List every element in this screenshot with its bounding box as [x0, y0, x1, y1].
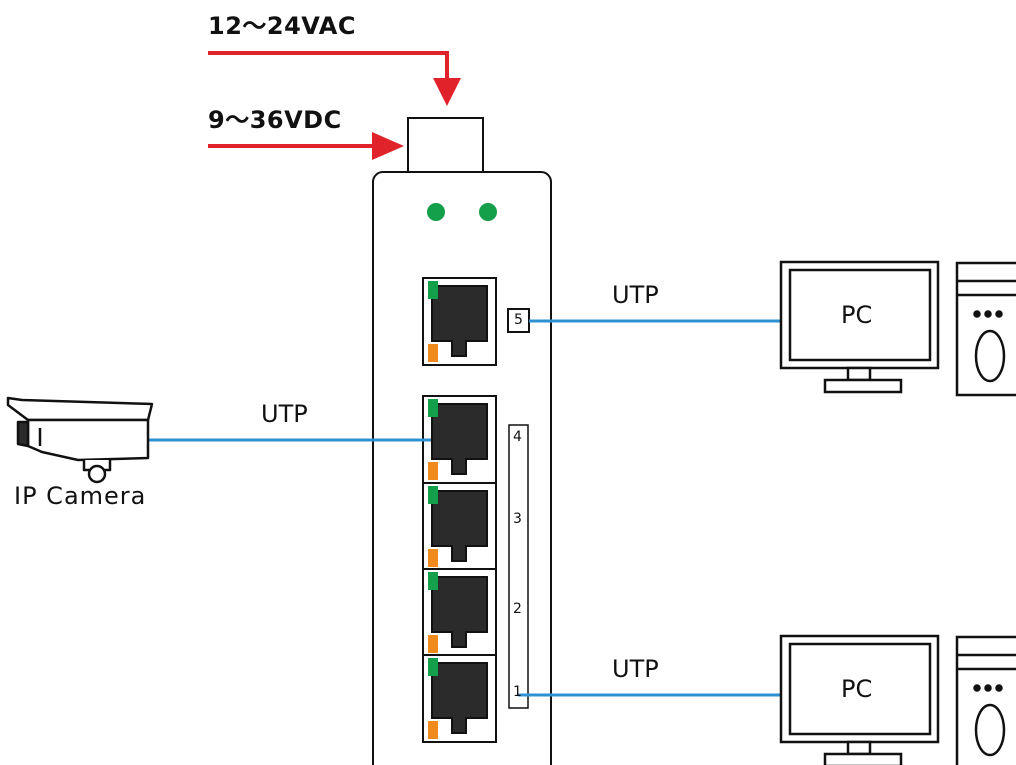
ac-power-label: 12～24VAC [208, 12, 356, 40]
utp-label-top: UTP [612, 281, 659, 309]
pc-top-icon [779, 260, 940, 394]
port-number-1: 1 [513, 684, 522, 700]
ethernet-port-1 [422, 654, 497, 743]
ip-camera-label: IP Camera [14, 482, 147, 510]
power-connector [407, 117, 484, 173]
port-number-strip [508, 424, 529, 709]
utp-label-camera: UTP [261, 400, 308, 428]
power-ac-arrow [208, 51, 449, 78]
power-led-1 [427, 203, 445, 221]
pc-bottom-label: PC [841, 675, 873, 703]
ethernet-port-2 [422, 568, 497, 657]
pc-top-tower-icon [955, 261, 1016, 397]
ethernet-port-3 [422, 482, 497, 571]
port-number-2: 2 [513, 601, 522, 617]
pc-bottom-tower-icon [955, 635, 1016, 765]
pc-bottom-icon [779, 634, 940, 765]
pc-top-label: PC [841, 301, 873, 329]
power-dc-arrowhead [372, 132, 404, 160]
ip-camera-icon [6, 396, 154, 484]
ethernet-port-5 [422, 277, 497, 366]
dc-power-label: 9～36VDC [208, 106, 342, 134]
port-number-5: 5 [514, 312, 523, 328]
power-led-2 [479, 203, 497, 221]
ethernet-port-4 [422, 395, 497, 484]
power-ac-arrowhead [433, 78, 461, 106]
port-number-3: 3 [513, 511, 522, 527]
port-number-4: 4 [513, 429, 522, 445]
utp-label-bottom: UTP [612, 655, 659, 683]
